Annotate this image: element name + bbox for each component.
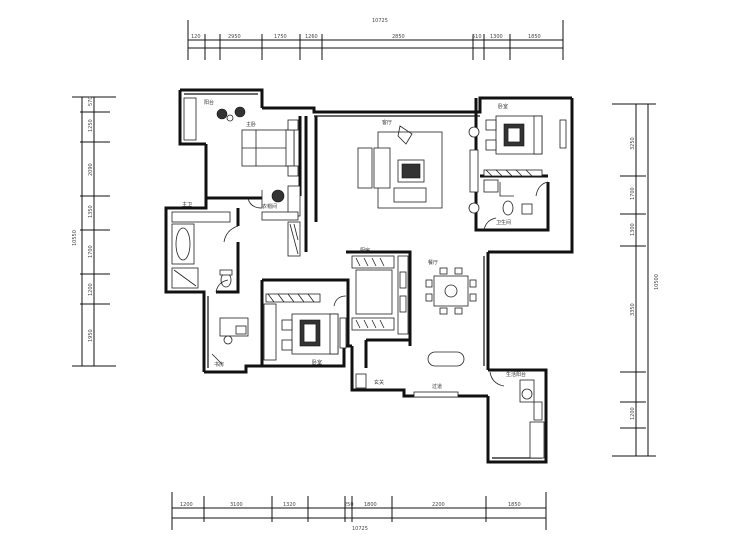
master-bedroom: 主卧 — [241, 119, 301, 217]
bottom-seg-6: 2200 — [432, 502, 445, 508]
bedroom-s: 卧室 — [263, 293, 339, 366]
left-seg-5: 1700 — [88, 245, 94, 258]
left-seg-3: 2090 — [88, 163, 94, 176]
top-seg-1: 120 — [191, 34, 201, 40]
label-master-bath: 主卫 — [182, 201, 192, 208]
door-swings — [215, 181, 549, 307]
bottom-seg-1: 1200 — [180, 502, 193, 508]
top-seg-5: 2850 — [392, 34, 405, 40]
label-bathroom-ne: 卫生间 — [496, 219, 511, 226]
top-total-dim: 10725 — [372, 18, 388, 24]
top-seg-3: 1750 — [274, 34, 287, 40]
top-seg-6: 510 — [472, 34, 482, 40]
left-seg-7: 1950 — [88, 329, 94, 342]
right-seg-1: 3250 — [630, 137, 636, 150]
label-balcony-nw: 阳台 — [204, 99, 214, 106]
dining-room: 餐厅 — [425, 259, 477, 367]
right-seg-2: 1700 — [630, 187, 636, 200]
service-balcony: 生活阳台 — [489, 371, 543, 421]
left-seg-4: 1350 — [88, 205, 94, 218]
right-seg-5: 1200 — [630, 407, 636, 420]
label-kitchen: 厨房 — [360, 247, 370, 254]
right-seg-3: 1300 — [630, 223, 636, 236]
left-total-dim: 10550 — [72, 230, 78, 246]
label-study: 书房 — [214, 361, 224, 368]
entry-area: 玄关 过道 — [355, 373, 442, 390]
label-corridor: 过道 — [432, 383, 442, 390]
top-seg-8: 1850 — [528, 34, 541, 40]
top-dimension: 10725 120 2950 1750 1260 2850 510 1300 1… — [187, 18, 564, 60]
closet-strip: 衣帽间 — [261, 203, 301, 257]
master-bath: 主卫 — [171, 201, 233, 289]
label-bedroom-s: 卧室 — [312, 359, 322, 366]
right-seg-4: 3350 — [630, 303, 636, 316]
bottom-seg-2: 3100 — [230, 502, 243, 508]
bottom-total-dim: 10725 — [352, 526, 368, 532]
bedroom-ne: 卧室 — [483, 103, 543, 177]
left-dimension: 570 1250 2090 1350 1700 1200 1950 10550 — [72, 96, 116, 367]
living-room: 客厅 — [357, 119, 480, 214]
label-entry: 玄关 — [374, 379, 384, 386]
nw-balcony: 阳台 — [183, 97, 246, 141]
bottom-dimension: 1200 3100 1320 250 1800 2200 1850 10725 — [171, 492, 547, 532]
study: 书房 — [211, 317, 249, 368]
bottom-seg-7: 1850 — [508, 502, 521, 508]
label-service-balcony: 生活阳台 — [506, 371, 526, 378]
bottom-seg-3: 1320 — [283, 502, 296, 508]
left-seg-6: 1200 — [88, 283, 94, 296]
left-seg-1: 570 — [88, 96, 94, 106]
label-dining-room: 餐厅 — [428, 259, 438, 266]
windows — [339, 119, 567, 459]
bathroom-ne: 卫生间 — [483, 179, 533, 226]
bottom-seg-5: 1800 — [364, 502, 377, 508]
left-seg-2: 1250 — [88, 119, 94, 132]
top-seg-2: 2950 — [228, 34, 241, 40]
top-seg-7: 1300 — [490, 34, 503, 40]
exterior-walls — [164, 88, 574, 464]
bottom-seg-4: 250 — [344, 502, 354, 508]
label-living-room: 客厅 — [382, 119, 392, 126]
label-closet: 衣帽间 — [262, 203, 277, 210]
right-total-dim: 10500 — [654, 274, 660, 290]
label-bedroom-ne: 卧室 — [498, 103, 508, 110]
kitchen: 厨房 — [351, 247, 409, 335]
label-master-bedroom: 主卧 — [246, 121, 256, 128]
top-seg-4: 1260 — [305, 34, 318, 40]
right-dimension: 3250 1700 1300 3350 1200 10500 — [612, 103, 660, 457]
